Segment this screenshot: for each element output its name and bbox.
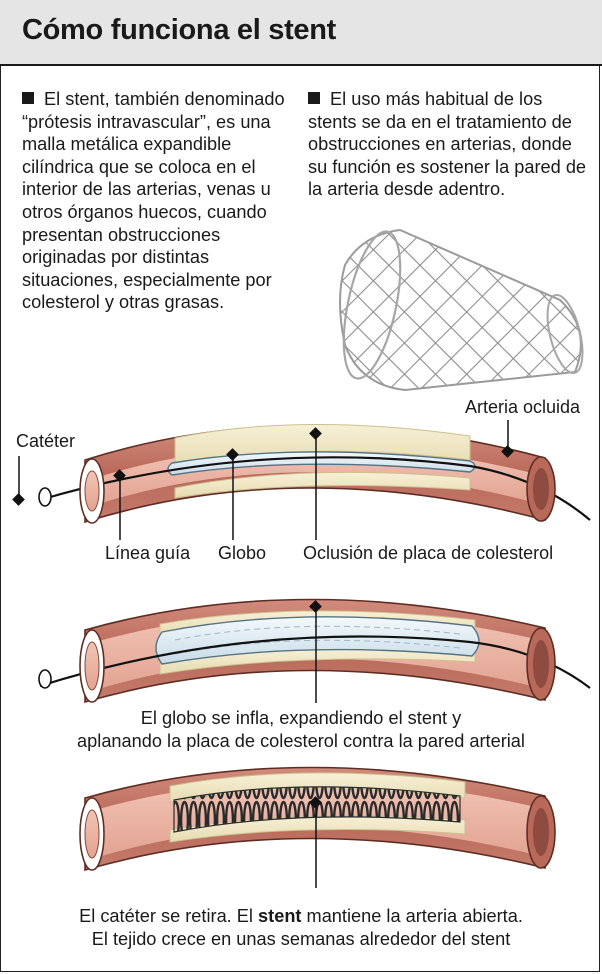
caption-step-3-line-1: El catéter se retira. El stent mantiene … — [0, 905, 602, 928]
artery-step-2 — [38, 598, 591, 704]
pointer-diamond-icon — [113, 469, 126, 482]
caption-step-3-text-a: El catéter se retira. El — [79, 906, 259, 926]
bullet-square-icon — [22, 92, 34, 104]
intro-left: El stent, también denominado “prótesis i… — [22, 88, 297, 314]
bullet-square-icon — [308, 92, 320, 104]
caption-step-3-line-2: El tejido crece en unas semanas alrededo… — [91, 929, 511, 949]
header-bar: Cómo funciona el stent — [0, 0, 602, 66]
artery-step-1 — [38, 424, 591, 524]
intro-right-text: El uso más habitual de los stents se da … — [308, 89, 587, 200]
label-arteria-ocluida: Arteria ocluida — [465, 397, 581, 417]
intro-left-text: El stent, también denominado “prótesis i… — [22, 89, 285, 313]
label-oclusion: Oclusión de placa de colesterol — [303, 543, 553, 563]
label-linea-guia: Línea guía — [105, 543, 191, 563]
label-cateter: Catéter — [16, 431, 75, 451]
intro-right: El uso más habitual de los stents se da … — [308, 88, 588, 201]
artery-step-3 — [79, 766, 556, 888]
pointer-diamond-icon — [226, 448, 239, 461]
caption-step-2-line-2: aplanando la placa de colesterol contra … — [77, 731, 525, 751]
caption-step-3-bold: stent — [258, 906, 302, 926]
caption-step-2-line-1: El globo se infla, expandiendo el stent … — [140, 708, 462, 728]
caption-step-3-text-b: mantiene la arteria abierta. — [301, 906, 523, 926]
stent-mesh-illustration — [339, 228, 584, 392]
pointer-diamond-icon — [12, 493, 25, 506]
pointer-diamond-icon — [309, 427, 322, 440]
label-globo: Globo — [218, 543, 266, 563]
labels-step-1: Catéter Arteria ocluida Línea guía Globo… — [12, 397, 581, 563]
page-title: Cómo funciona el stent — [22, 14, 337, 46]
pointer-diamond-icon — [501, 445, 514, 458]
